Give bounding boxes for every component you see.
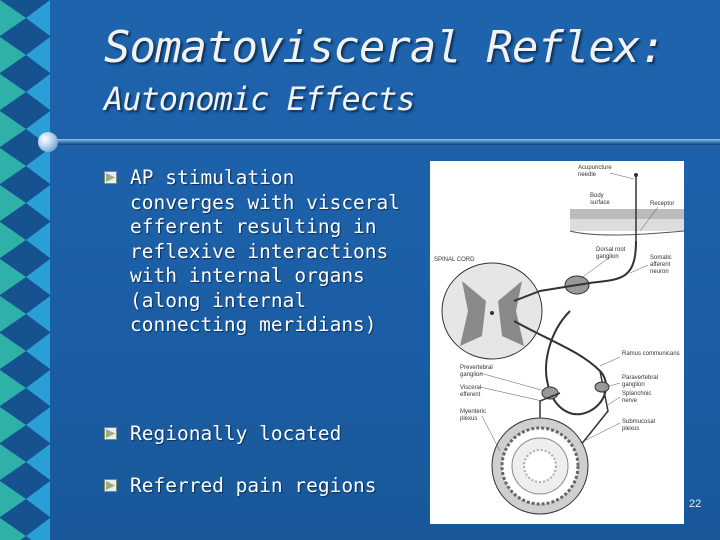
- decorative-left-band: [0, 0, 50, 540]
- label-body-surface: Body surface: [590, 193, 610, 206]
- bullet-list-2: Regionally located: [104, 422, 404, 459]
- label-splanchnic-nerve: Splanchnic nerve: [622, 391, 652, 404]
- slide-subtitle: Autonomic Effects: [104, 80, 416, 118]
- decorative-triangle: [26, 185, 50, 221]
- decorative-triangle: [26, 333, 50, 369]
- bullet-icon: [104, 479, 117, 492]
- label-somatic-afferent-neuron: Somatic afferent neuron: [650, 255, 672, 275]
- decorative-triangle: [0, 37, 26, 73]
- decorative-triangle: [0, 296, 26, 332]
- slide-title: Somatovisceral Reflex:: [104, 22, 666, 73]
- decorative-triangle: [26, 444, 50, 480]
- bullet-text: Referred pain regions: [130, 474, 377, 497]
- bullet-text: AP stimulation converges with visceral e…: [130, 166, 401, 336]
- decorative-triangle: [26, 407, 50, 443]
- decorative-triangle: [26, 259, 50, 295]
- divider-ball: [38, 132, 58, 152]
- label-submucosal-plexus: Submucosal plexus: [622, 419, 656, 432]
- bullet-icon: [104, 427, 117, 440]
- decorative-triangle: [0, 333, 26, 369]
- decorative-triangle: [26, 296, 50, 332]
- decorative-triangle: [0, 444, 26, 480]
- decorative-triangle: [0, 518, 26, 540]
- label-dorsal-root-ganglion: Dorsal root ganglion: [596, 247, 626, 260]
- page-number: 22: [689, 498, 702, 510]
- decorative-triangle: [26, 370, 50, 406]
- decorative-triangle: [0, 0, 26, 36]
- decorative-triangle: [26, 518, 50, 540]
- anatomy-diagram: Acupuncture needle Body surface Receptor…: [430, 161, 684, 524]
- decorative-triangle: [0, 481, 26, 517]
- decorative-triangle: [26, 222, 50, 258]
- triangle-pattern: [0, 0, 50, 540]
- diagram-drawing: [441, 172, 684, 515]
- label-acupuncture-needle: Acupuncture needle: [578, 165, 612, 178]
- bullet-text: Regionally located: [130, 422, 342, 445]
- title-divider: [50, 139, 720, 145]
- decorative-triangle: [26, 481, 50, 517]
- decorative-triangle: [26, 74, 50, 110]
- bullet-item: Regionally located: [104, 422, 404, 447]
- decorative-triangle: [0, 111, 26, 147]
- label-paravertebral-ganglion: Paravertebral ganglion: [622, 375, 659, 388]
- decorative-triangle: [0, 407, 26, 443]
- label-visceral-efferent: Visceral efferent: [460, 385, 482, 398]
- bullet-icon: [104, 171, 117, 184]
- label-ramus-communicans: Ramus communicans: [622, 351, 680, 357]
- decorative-triangle: [0, 185, 26, 221]
- bullet-item: Referred pain regions: [104, 474, 404, 499]
- bullet-list: AP stimulation converges with visceral e…: [104, 166, 404, 350]
- bullet-list-3: Referred pain regions: [104, 474, 404, 511]
- label-myenteric-plexus: Myenteric plexus: [460, 409, 487, 422]
- label-spinal-cord: SPINAL CORD: [434, 257, 475, 263]
- decorative-triangle: [0, 370, 26, 406]
- label-receptor: Receptor: [650, 201, 675, 207]
- decorative-triangle: [0, 74, 26, 110]
- decorative-triangle: [0, 222, 26, 258]
- decorative-triangle: [0, 259, 26, 295]
- decorative-triangle: [26, 37, 50, 73]
- decorative-triangle: [26, 148, 50, 184]
- decorative-triangle: [0, 148, 26, 184]
- bullet-item: AP stimulation converges with visceral e…: [104, 166, 404, 338]
- label-prevertebral-ganglion: Prevertebral ganglion: [460, 365, 493, 378]
- decorative-triangle: [26, 0, 50, 36]
